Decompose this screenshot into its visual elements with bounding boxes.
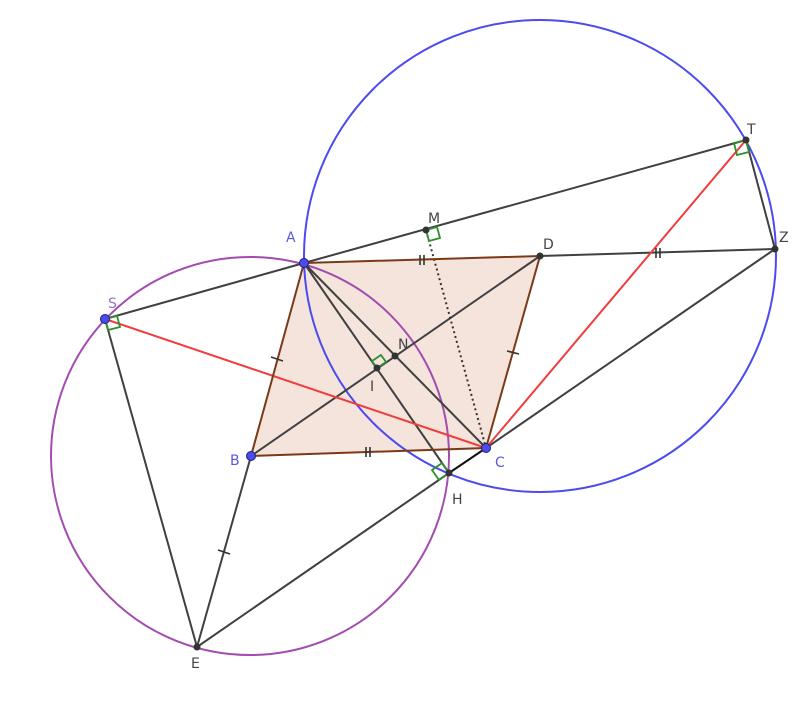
segment-at [303,139,747,264]
label-n: N [398,337,408,353]
point-s[interactable] [100,314,110,324]
segment-se [104,318,198,648]
segment-ct-red [485,139,747,449]
segment-eh [196,472,450,648]
segment-zc [485,248,776,449]
segment-dz [539,248,776,257]
point-b[interactable] [246,451,256,461]
right-angle-mark-i [370,353,388,370]
point-e[interactable] [193,643,201,651]
tick-ab [270,356,284,362]
point-d[interactable] [536,252,544,260]
point-i[interactable] [373,364,381,372]
label-c: C [495,455,505,471]
tick-dc [506,350,520,355]
segment-sa [104,262,305,320]
point-a[interactable] [299,258,309,268]
segment-tz [745,139,776,250]
label-h: H [452,492,463,508]
tick-be [217,549,231,555]
label-z: Z [779,230,789,246]
point-c[interactable] [481,443,491,453]
label-d: D [543,237,554,253]
label-i: I [370,379,374,395]
right-angle-mark-h [430,461,451,482]
right-angle-mark-t [732,138,751,157]
label-e: E [191,656,200,672]
right-angle-mark-s [103,314,122,332]
point-h[interactable] [445,469,453,477]
point-n[interactable] [391,352,399,360]
segment-hc [448,447,487,474]
point-t[interactable] [742,136,750,144]
circle-purple [50,256,450,656]
label-m: M [428,211,440,227]
point-z[interactable] [771,245,779,253]
right-angle-mark-m [424,225,442,243]
circle-blue [303,19,777,493]
segment-sc-red [104,318,487,449]
point-m[interactable] [422,226,430,234]
label-a: A [286,230,296,246]
label-b: B [230,453,240,469]
label-s: S [108,296,117,312]
label-t: T [746,122,756,138]
